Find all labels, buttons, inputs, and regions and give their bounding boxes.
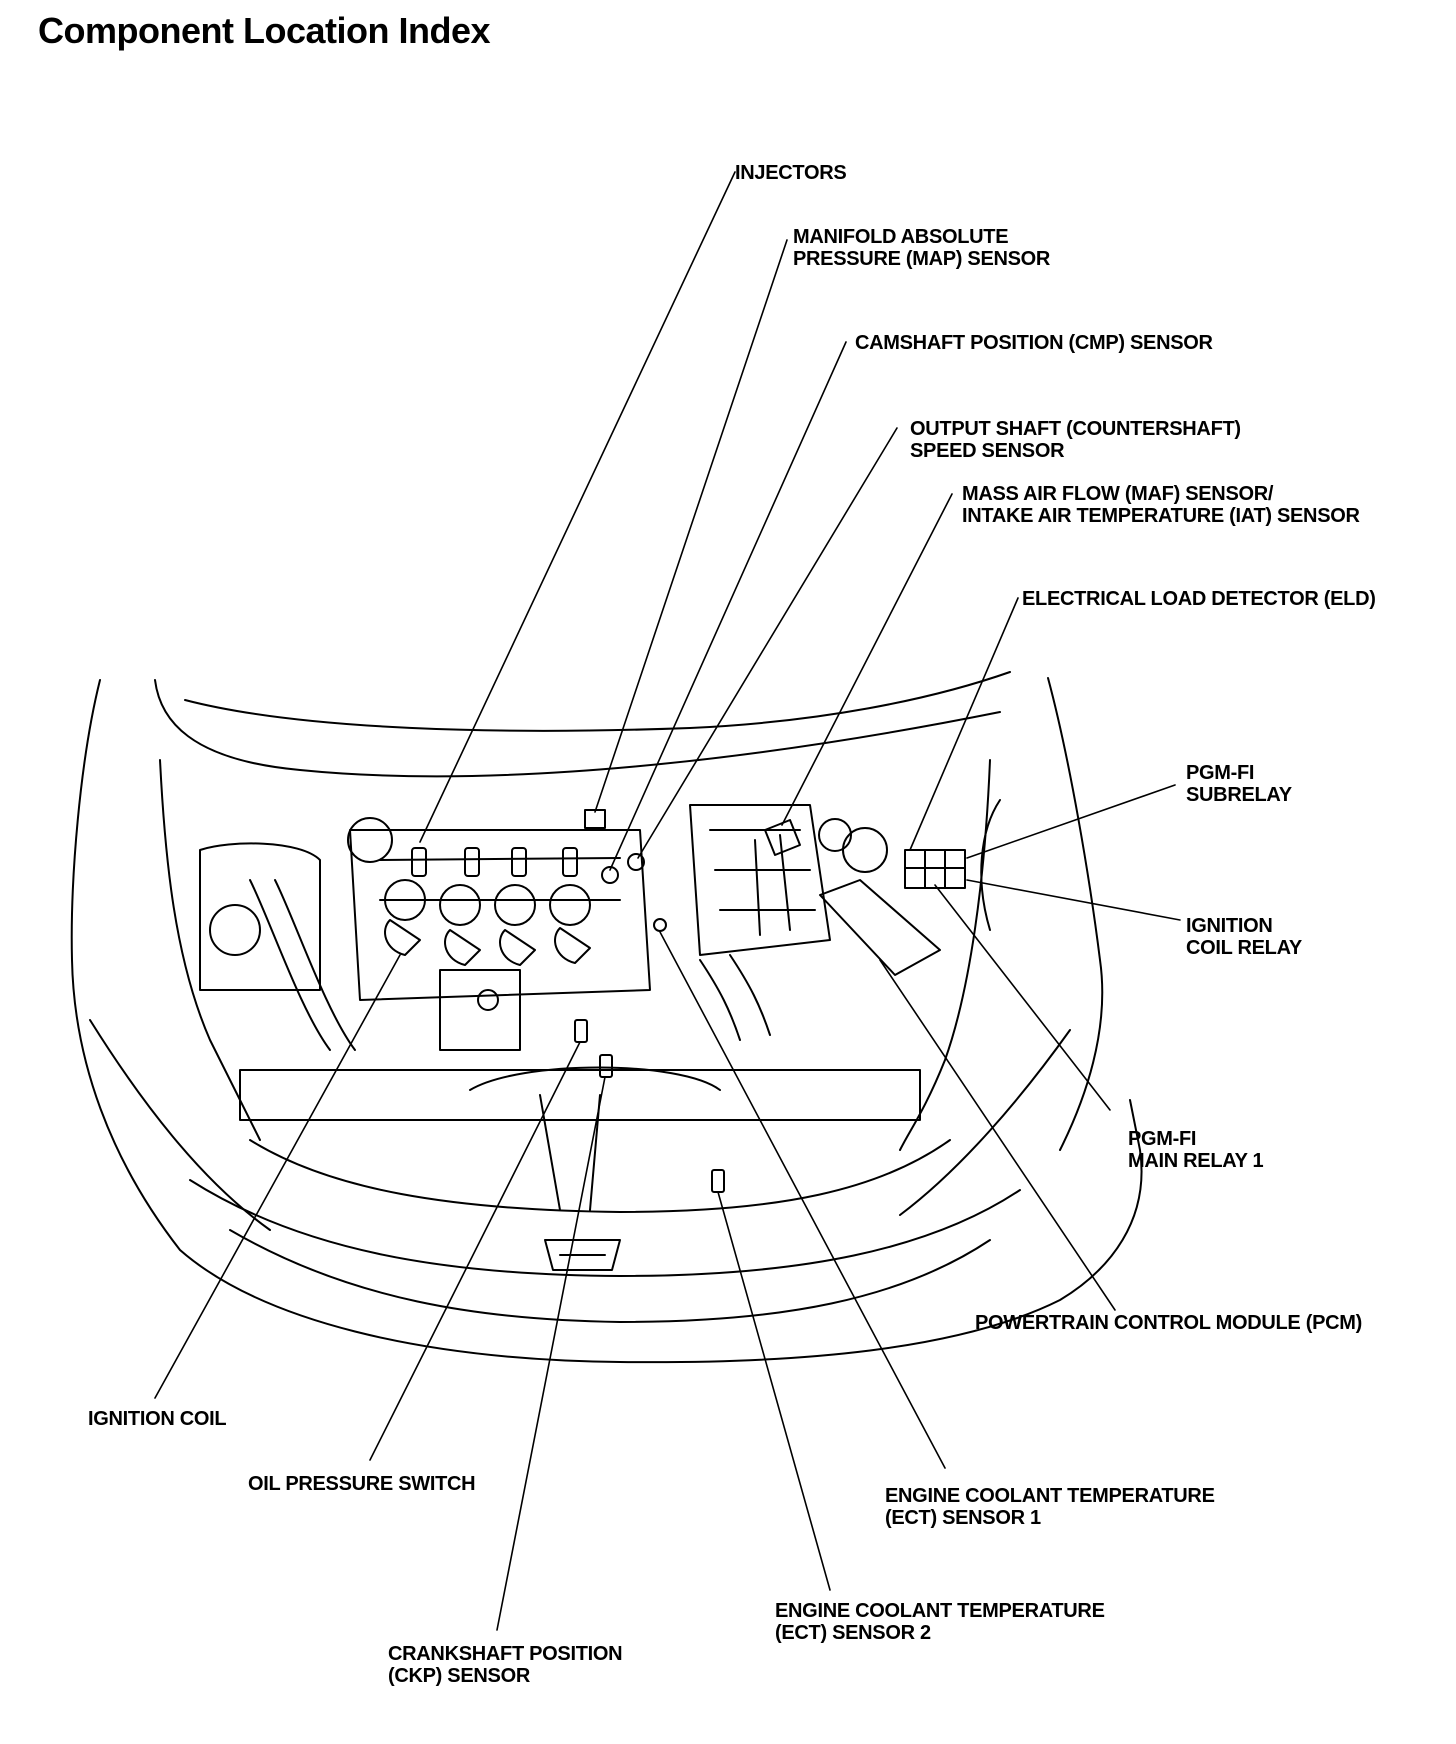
leader-ignition-coil-relay — [966, 879, 1181, 921]
label-ect1: ENGINE COOLANT TEMPERATURE (ECT) SENSOR … — [885, 1485, 1215, 1529]
label-oil-pressure: OIL PRESSURE SWITCH — [248, 1473, 476, 1495]
label-pcm: POWERTRAIN CONTROL MODULE (PCM) — [975, 1312, 1362, 1334]
leader-map-sensor — [594, 239, 788, 813]
label-pgm-subrelay: PGM-FI SUBRELAY — [1186, 762, 1292, 806]
engine-assembly — [199, 799, 1001, 1193]
label-ckp-sensor: CRANKSHAFT POSITION (CKP) SENSOR — [388, 1643, 623, 1687]
label-map-sensor: MANIFOLD ABSOLUTE PRESSURE (MAP) SENSOR — [793, 226, 1051, 270]
label-pgm-main-relay: PGM-FI MAIN RELAY 1 — [1128, 1128, 1264, 1172]
label-maf-sensor: MASS AIR FLOW (MAF) SENSOR/ INTAKE AIR T… — [962, 483, 1360, 527]
leader-lines — [154, 171, 1181, 1631]
leader-maf-sensor — [781, 493, 953, 826]
leader-ignition-coil — [154, 954, 401, 1399]
page-title: Component Location Index — [38, 10, 491, 51]
leader-output-shaft — [637, 427, 898, 859]
leader-pgm-main-relay — [934, 884, 1111, 1111]
label-injectors: INJECTORS — [735, 162, 847, 184]
leader-pcm — [879, 959, 1116, 1311]
label-ignition-coil: IGNITION COIL — [88, 1408, 227, 1430]
leader-ect2 — [717, 1191, 831, 1591]
leader-eld — [909, 597, 1019, 851]
leader-oil-pressure — [369, 1041, 581, 1461]
label-eld: ELECTRICAL LOAD DETECTOR (ELD) — [1022, 588, 1376, 610]
leader-pgm-subrelay — [966, 784, 1176, 859]
leader-ect1 — [659, 931, 946, 1469]
leader-injectors — [419, 171, 736, 843]
label-cmp-sensor: CAMSHAFT POSITION (CMP) SENSOR — [855, 332, 1213, 354]
label-ect2: ENGINE COOLANT TEMPERATURE (ECT) SENSOR … — [775, 1600, 1105, 1644]
label-output-shaft: OUTPUT SHAFT (COUNTERSHAFT) SPEED SENSOR — [910, 418, 1241, 462]
leader-cmp-sensor — [609, 341, 847, 871]
leader-ckp-sensor — [496, 1076, 606, 1631]
label-ignition-coil-relay: IGNITION COIL RELAY — [1186, 915, 1302, 959]
